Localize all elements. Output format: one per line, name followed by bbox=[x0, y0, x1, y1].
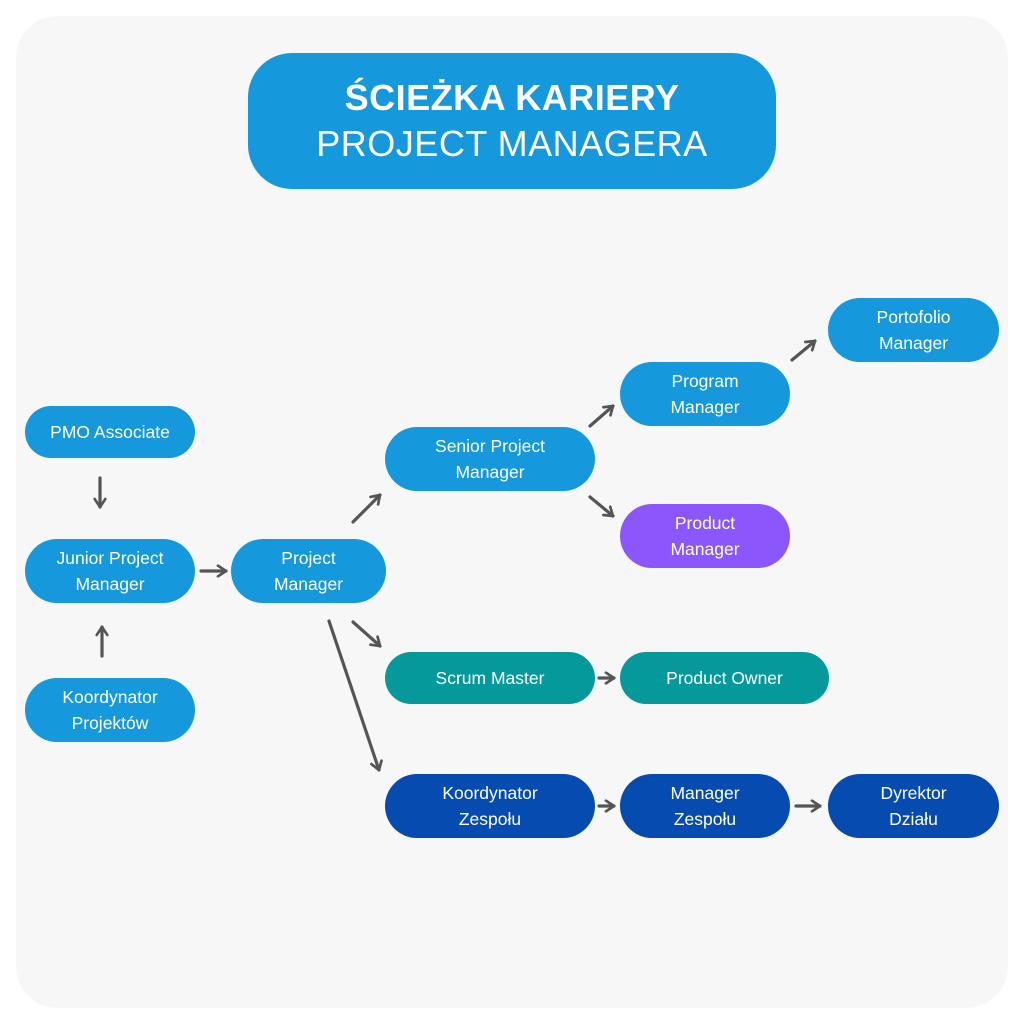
node-portfolio-manager[interactable]: Portofolio Manager bbox=[828, 298, 999, 362]
node-label-line-1: Manager bbox=[670, 783, 740, 803]
node-label-line-2: Zespołu bbox=[673, 809, 737, 829]
node-label-line-2: Działu bbox=[889, 809, 938, 829]
node-label-line-2: Manager bbox=[670, 397, 740, 417]
node-label-line-2: Manager bbox=[670, 539, 740, 559]
node-scrum-master[interactable]: Scrum Master bbox=[385, 652, 595, 704]
node-koordynator-zespolu[interactable]: Koordynator Zespołu bbox=[385, 774, 595, 838]
node-label-line-1: Koordynator bbox=[442, 783, 538, 803]
node-label-line-2: Manager bbox=[878, 333, 949, 353]
node-label-line-1: Junior Project bbox=[56, 548, 164, 568]
node-pmo-associate[interactable]: PMO Associate bbox=[25, 406, 195, 458]
node-label-line-2: Zespołu bbox=[458, 809, 522, 829]
node-label-line-1: Product bbox=[674, 513, 736, 533]
node-label: Scrum Master bbox=[435, 668, 545, 688]
node-label-line-1: Portofolio bbox=[876, 307, 951, 327]
node-label-line-2: Projektów bbox=[71, 713, 149, 733]
node-label-line-1: Dyrektor bbox=[880, 783, 947, 803]
node-product-manager[interactable]: Product Manager bbox=[620, 504, 790, 568]
node-program-manager[interactable]: Program Manager bbox=[620, 362, 790, 426]
node-label-line-1: Koordynator bbox=[62, 687, 158, 707]
node-label: PMO Associate bbox=[50, 422, 170, 442]
node-junior-project-manager[interactable]: Junior Project Manager bbox=[25, 539, 195, 603]
title-banner: ŚCIEŻKA KARIERY PROJECT MANAGERA bbox=[248, 53, 776, 189]
node-koordynator-projektow[interactable]: Koordynator Projektów bbox=[25, 678, 195, 742]
node-label-line-2: Manager bbox=[273, 574, 344, 594]
node-label-line-1: Senior Project bbox=[435, 436, 545, 456]
node-label-line-1: Project bbox=[281, 548, 336, 568]
node-product-owner[interactable]: Product Owner bbox=[620, 652, 829, 704]
title-line-1: ŚCIEŻKA KARIERY bbox=[344, 77, 680, 118]
node-senior-project-manager[interactable]: Senior Project Manager bbox=[385, 427, 595, 491]
node-manager-zespolu[interactable]: Manager Zespołu bbox=[620, 774, 790, 838]
node-dyrektor-dzialu[interactable]: Dyrektor Działu bbox=[828, 774, 999, 838]
node-label-line-2: Manager bbox=[455, 462, 525, 482]
node-project-manager[interactable]: Project Manager bbox=[231, 539, 386, 603]
node-label: Product Owner bbox=[666, 668, 783, 688]
node-label-line-2: Manager bbox=[75, 574, 145, 594]
title-line-2: PROJECT MANAGERA bbox=[316, 123, 708, 164]
node-label-line-1: Program bbox=[671, 371, 739, 391]
